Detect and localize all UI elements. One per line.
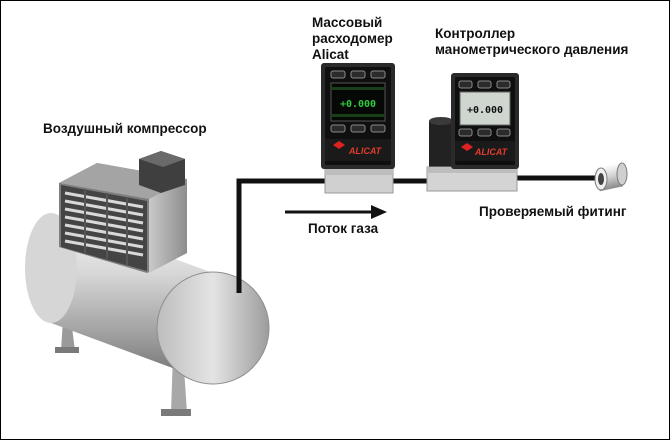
flow-meter-reading: +0.000 [340, 99, 376, 110]
compressor-pump-housing [59, 151, 187, 273]
pressure-controller-label: Контроллер манометрического давления [435, 26, 628, 58]
controller-brand: ALICAT [474, 147, 509, 157]
pressure-controller-label-line-1: Контроллер [435, 26, 516, 41]
pressure-controller: +0.000 ALICAT [426, 73, 519, 192]
compressor-tank-right-cap [157, 272, 269, 384]
controller-screen [459, 91, 511, 126]
gas-pipe [236, 175, 599, 293]
air-compressor [25, 151, 270, 416]
mass-flow-meter: +0.000 ALICAT [321, 63, 395, 194]
fitting-label: Проверяемый фитинг [479, 204, 627, 219]
flow-meter-label: Массовый расходомер Alicat [312, 15, 393, 63]
gas-flow-arrow [285, 205, 387, 219]
compressor-label: Воздушный компрессор [43, 121, 207, 136]
tested-fitting [594, 162, 628, 192]
flow-meter-brand: ALICAT [348, 146, 383, 156]
pressure-controller-label-line-2: манометрического давления [435, 42, 629, 57]
gas-flow-label: Поток газа [308, 221, 379, 236]
controller-reading: +0.000 [467, 105, 503, 116]
flow-meter-label-line-3: Alicat [312, 47, 349, 62]
flow-meter-label-line-1: Массовый [312, 15, 383, 30]
flow-meter-label-line-2: расходомер [312, 31, 393, 46]
